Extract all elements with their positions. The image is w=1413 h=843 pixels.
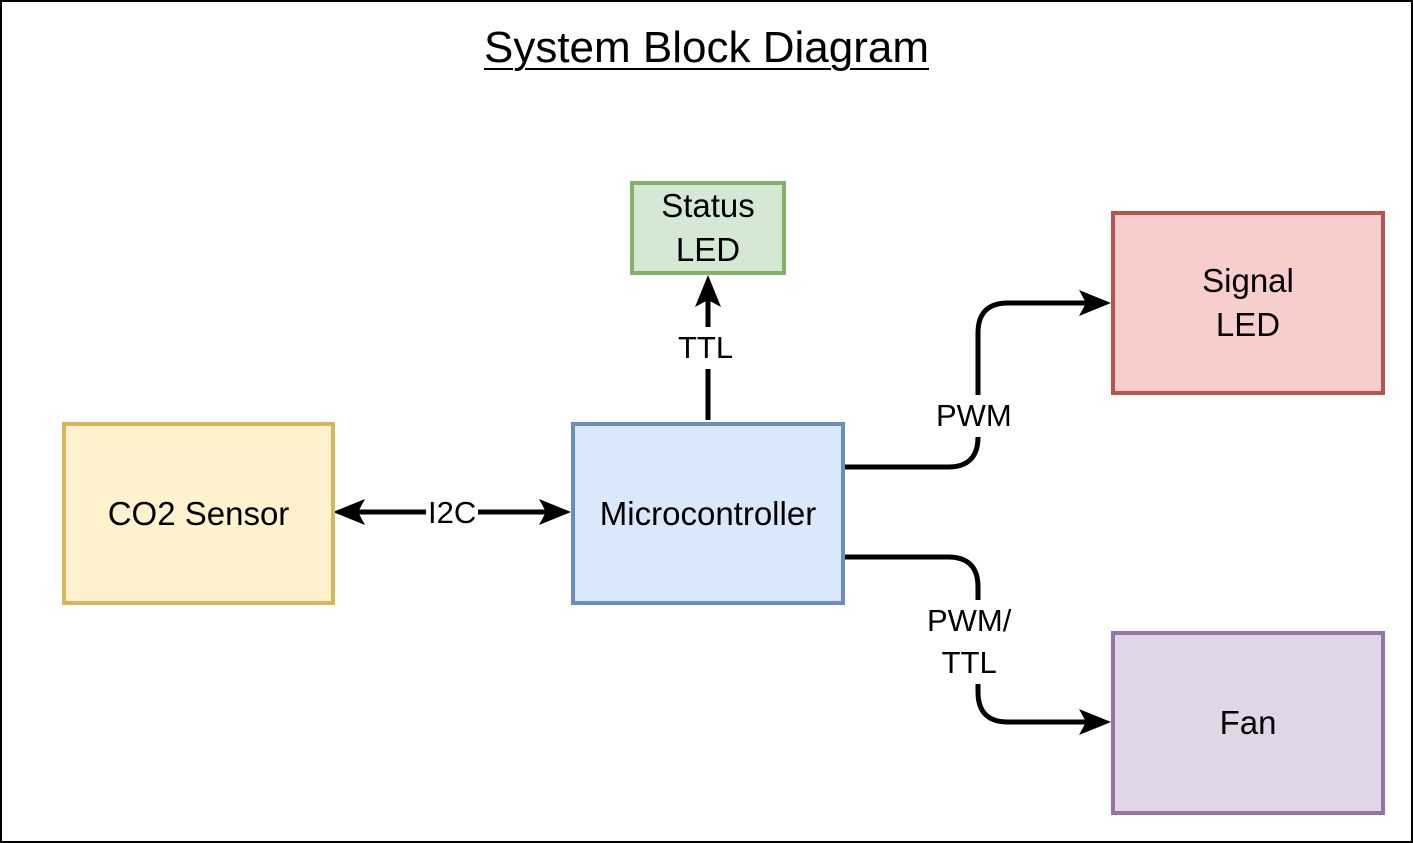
block-microcontroller-text-line-1: Microcontroller <box>599 494 817 532</box>
connection-label-ttl: TTL <box>678 327 734 369</box>
connection-label-pwm-ttl-text-line-2: TTL <box>941 645 997 680</box>
arrowhead-to-microcontroller <box>539 499 571 525</box>
connection-label-pwm-text-line-1: PWM <box>936 398 1012 433</box>
connection-label-ttl-text-line-1: TTL <box>678 330 734 365</box>
connection-label-i2c: I2C <box>426 492 479 534</box>
diagram-title: System Block Diagram <box>483 23 929 72</box>
connection-label-pwm-ttl: PWM/TTL <box>927 600 1012 684</box>
block-status-led-text-line-2: LED <box>675 231 741 268</box>
block-microcontroller: Microcontroller <box>571 422 845 605</box>
wire-pwm <box>845 300 1088 470</box>
connection-label-i2c-text-line-1: I2C <box>428 495 477 530</box>
connection-label-pwm-ttl-text-line-1: PWM/ <box>927 603 1012 638</box>
arrowhead-to-co2-sensor <box>333 499 365 525</box>
block-co2-sensor-text-line-1: CO2 Sensor <box>107 494 290 532</box>
arrowhead-to-status-led <box>695 275 721 307</box>
arrowhead-to-fan <box>1079 709 1111 735</box>
block-signal-led-text-line-1: Signal <box>1202 262 1294 299</box>
block-signal-led-text-line-2: LED <box>1215 306 1281 343</box>
block-fan: Fan <box>1111 631 1385 815</box>
block-co2-sensor: CO2 Sensor <box>62 422 335 605</box>
block-fan-text-line-1: Fan <box>1219 704 1277 741</box>
connection-label-pwm: PWM <box>936 395 1012 437</box>
arrowhead-to-signal-led <box>1079 290 1111 316</box>
block-status-led-text-line-1: Status <box>661 187 755 224</box>
